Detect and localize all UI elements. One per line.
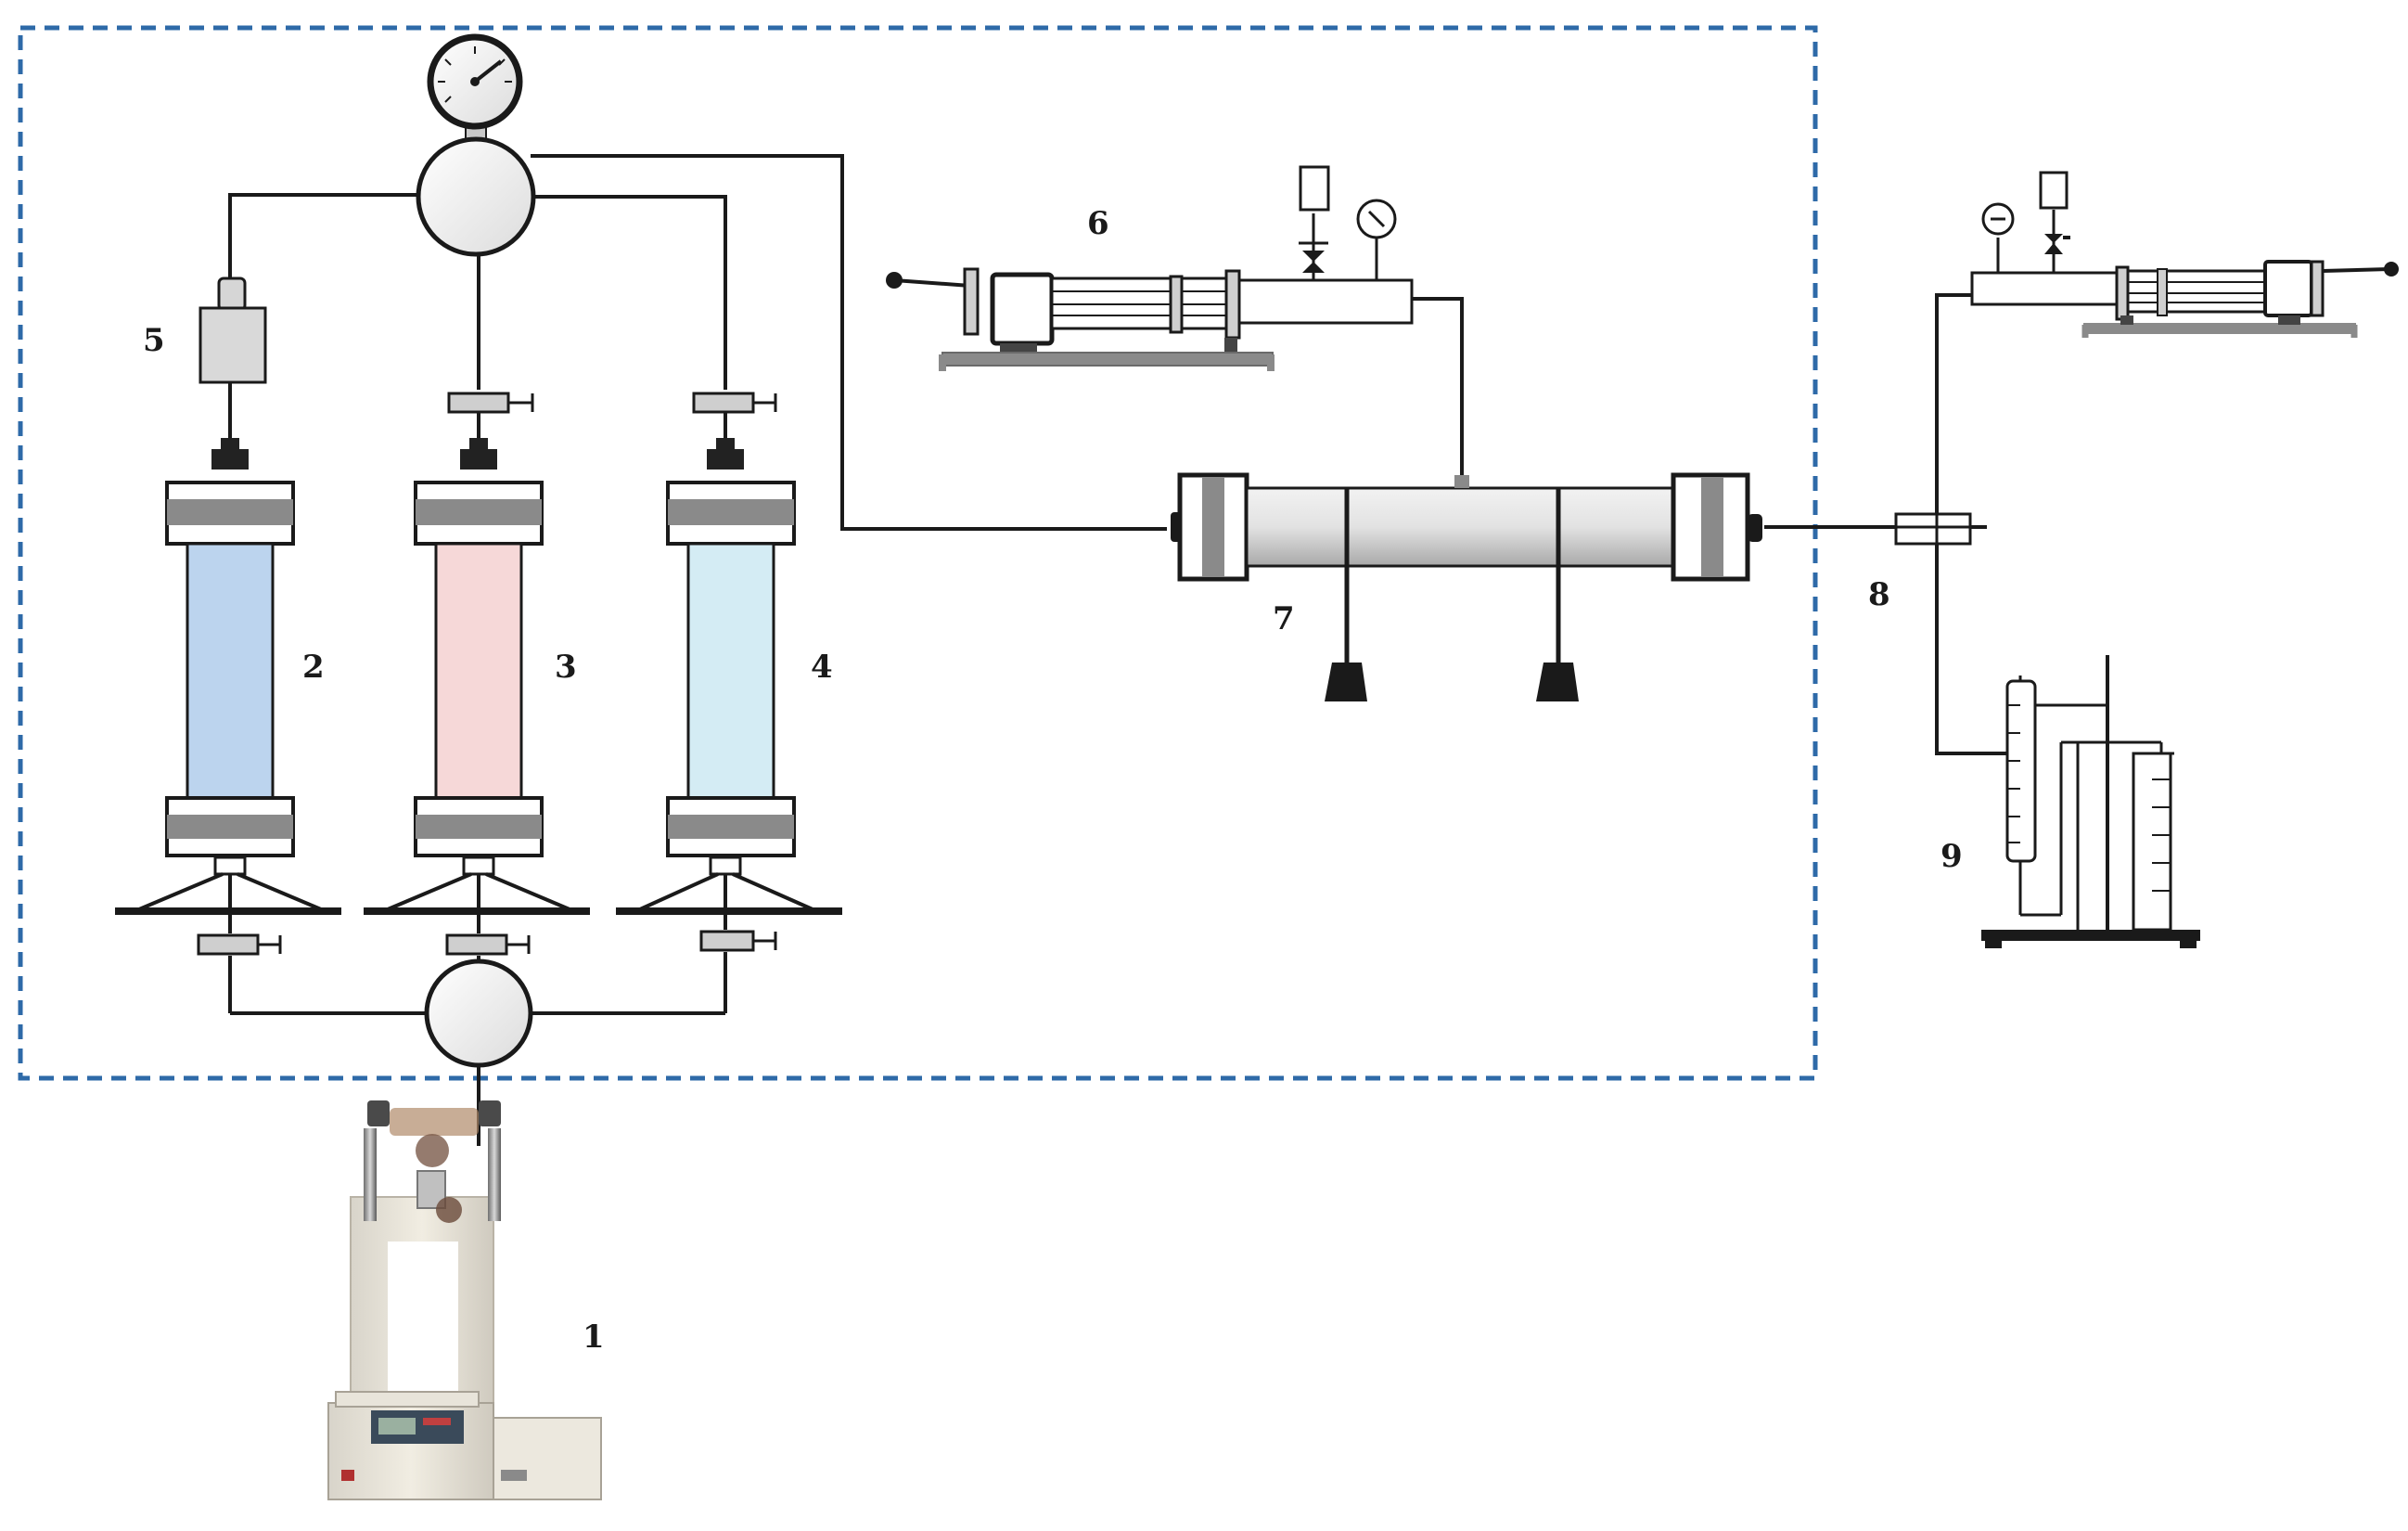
vessel-3-fluid [434, 542, 523, 800]
label-2: 2 [302, 649, 325, 686]
label-3: 3 [555, 649, 577, 686]
hand-pump-icon [1970, 171, 2399, 338]
syringe-pump-photo [327, 1100, 602, 1500]
vessel-2-fluid [186, 542, 275, 800]
label-8: 8 [1868, 576, 1890, 613]
back-pressure-valve [1894, 512, 1972, 546]
vessel-3 [364, 438, 590, 915]
valve-icon [692, 392, 777, 414]
top-manifold [416, 33, 536, 257]
label-1: 1 [583, 1319, 605, 1356]
label-6: 6 [1087, 205, 1109, 242]
vessel-2 [115, 438, 341, 915]
vessel-4 [616, 438, 842, 915]
top-manifold-valve [416, 136, 536, 257]
label-4: 4 [811, 649, 833, 686]
valve-icon [699, 930, 777, 952]
label-7: 7 [1273, 600, 1295, 637]
filter-5 [199, 277, 267, 384]
valve-icon [445, 933, 531, 956]
enclosure-boundary [18, 25, 1818, 1081]
label-9: 9 [1940, 838, 1963, 875]
hand-pump-icon [886, 165, 1414, 371]
core-holder-icon [1171, 472, 1762, 701]
valve-icon [447, 392, 534, 414]
valve-icon [197, 933, 282, 956]
label-5: 5 [143, 322, 165, 359]
graduated-cylinder-icon [1981, 655, 2200, 948]
vessel-4-fluid [686, 542, 775, 800]
bottom-manifold-valve [424, 958, 533, 1068]
